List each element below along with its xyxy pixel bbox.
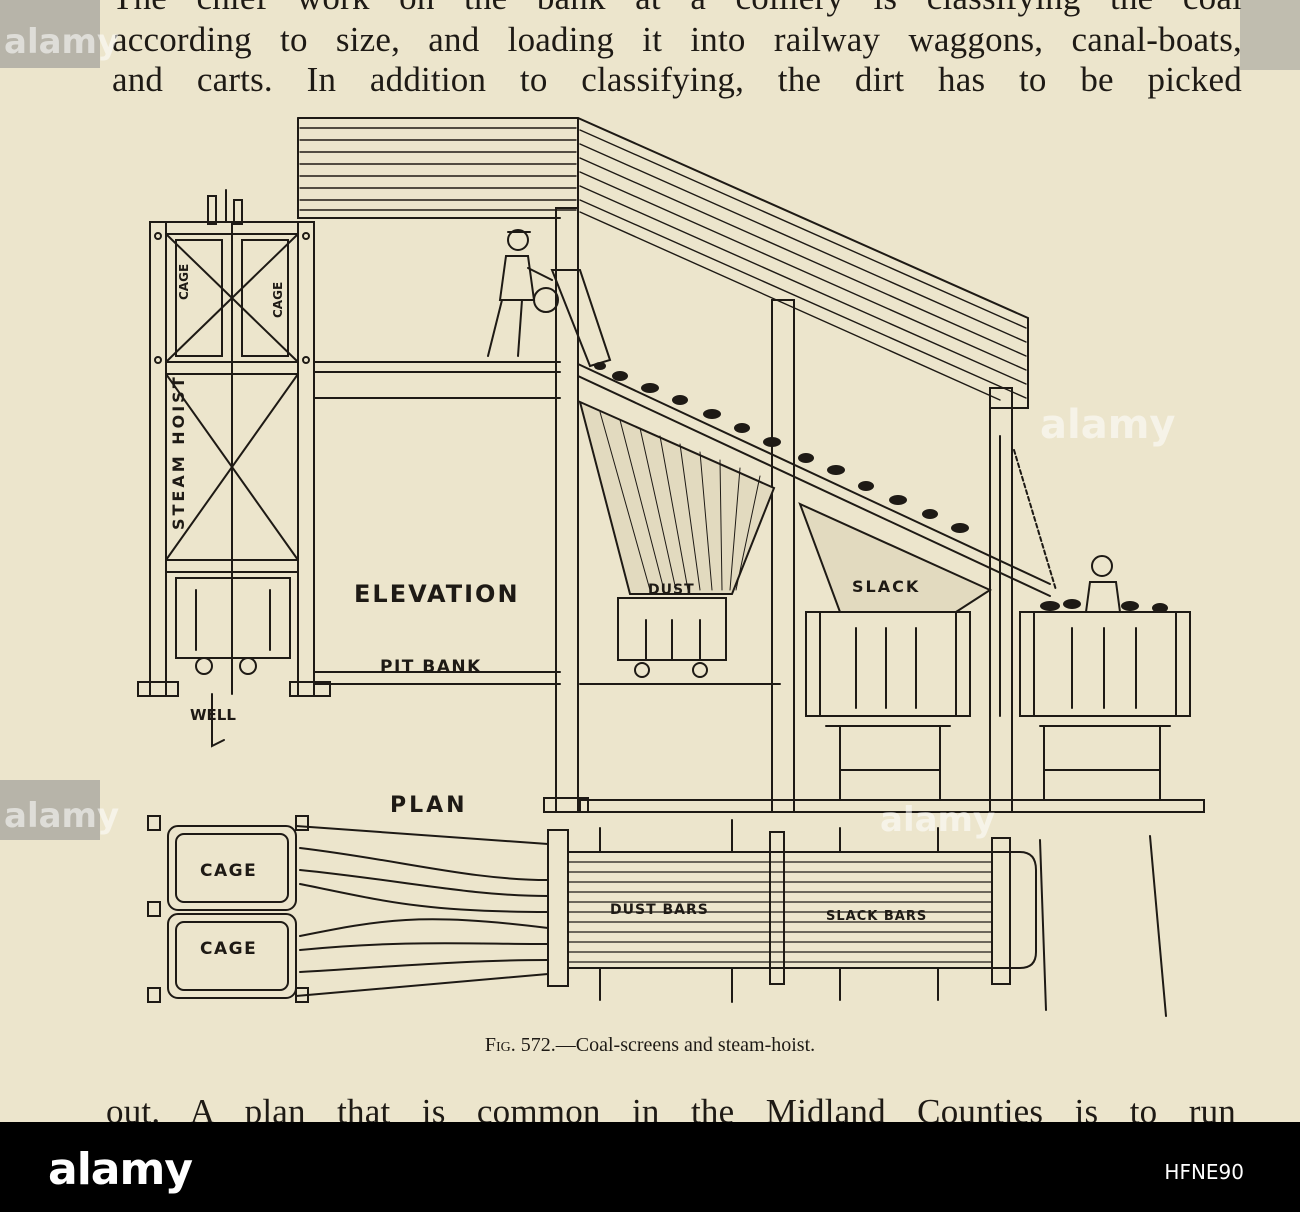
plan-cage-label: CAGE (200, 861, 257, 881)
plan-cage-label: CAGE (200, 939, 257, 959)
brand-logo: alamy (48, 1144, 193, 1195)
screen-chute (577, 363, 1051, 613)
dust-tub (617, 597, 727, 678)
walkway (313, 361, 781, 685)
headframe (137, 189, 331, 748)
stock-footer-bar: alamy HFNE90 (0, 1122, 1300, 1212)
worker-in-wagon (1084, 555, 1122, 613)
watermark-text: alamy (880, 800, 996, 840)
pit-bank-label: PIT BANK (380, 657, 482, 677)
watermark-strip (0, 780, 100, 840)
dust-bars-label: DUST BARS (610, 902, 709, 918)
worker-with-barrow (487, 229, 612, 368)
well-label: WELL (190, 706, 236, 724)
coal-wagon (999, 435, 1191, 801)
body-text-line: according to size, and loading it into r… (112, 20, 1242, 59)
watermark-strip (1240, 0, 1300, 70)
elevation-label: ELEVATION (354, 580, 520, 608)
watermark-strip (0, 0, 100, 68)
roof (297, 117, 1029, 409)
book-page: The chief work on the bank at a colliery… (0, 0, 1300, 1122)
coal-lumps (594, 362, 1168, 613)
post (771, 299, 795, 813)
plan-view (147, 815, 1167, 1017)
body-text-line: out. A plan that is common in the Midlan… (106, 1092, 1236, 1122)
plan-label: PLAN (390, 793, 468, 818)
slack-wagon (805, 611, 971, 801)
watermark-text: alamy (4, 796, 120, 836)
cage-label: CAGE (271, 282, 285, 318)
image-id: HFNE90 (1164, 1160, 1244, 1184)
watermark-text: alamy (4, 22, 120, 62)
dust-label: DUST (648, 582, 695, 598)
slack-bars-label: SLACK BARS (826, 909, 927, 924)
coal-screens-figure: CAGE CAGE STEAM HOIST ELEVATION PIT BANK… (137, 117, 1205, 1017)
figure-number: Fig. 572. (484, 1034, 556, 1056)
steam-hoist-label: STEAM HOIST (169, 374, 188, 530)
body-text-line: and carts. In addition to classifying, t… (112, 60, 1242, 99)
watermark-text: alamy (1040, 402, 1176, 448)
body-text-line: The chief work on the bank at a colliery… (112, 0, 1242, 18)
cage-label: CAGE (177, 264, 191, 300)
post (555, 207, 579, 813)
slack-label: SLACK (852, 577, 920, 596)
figure-caption: Fig. 572.—Coal-screens and steam-hoist. (0, 1034, 1300, 1057)
figure-caption-text: —Coal-screens and steam-hoist. (555, 1034, 816, 1056)
